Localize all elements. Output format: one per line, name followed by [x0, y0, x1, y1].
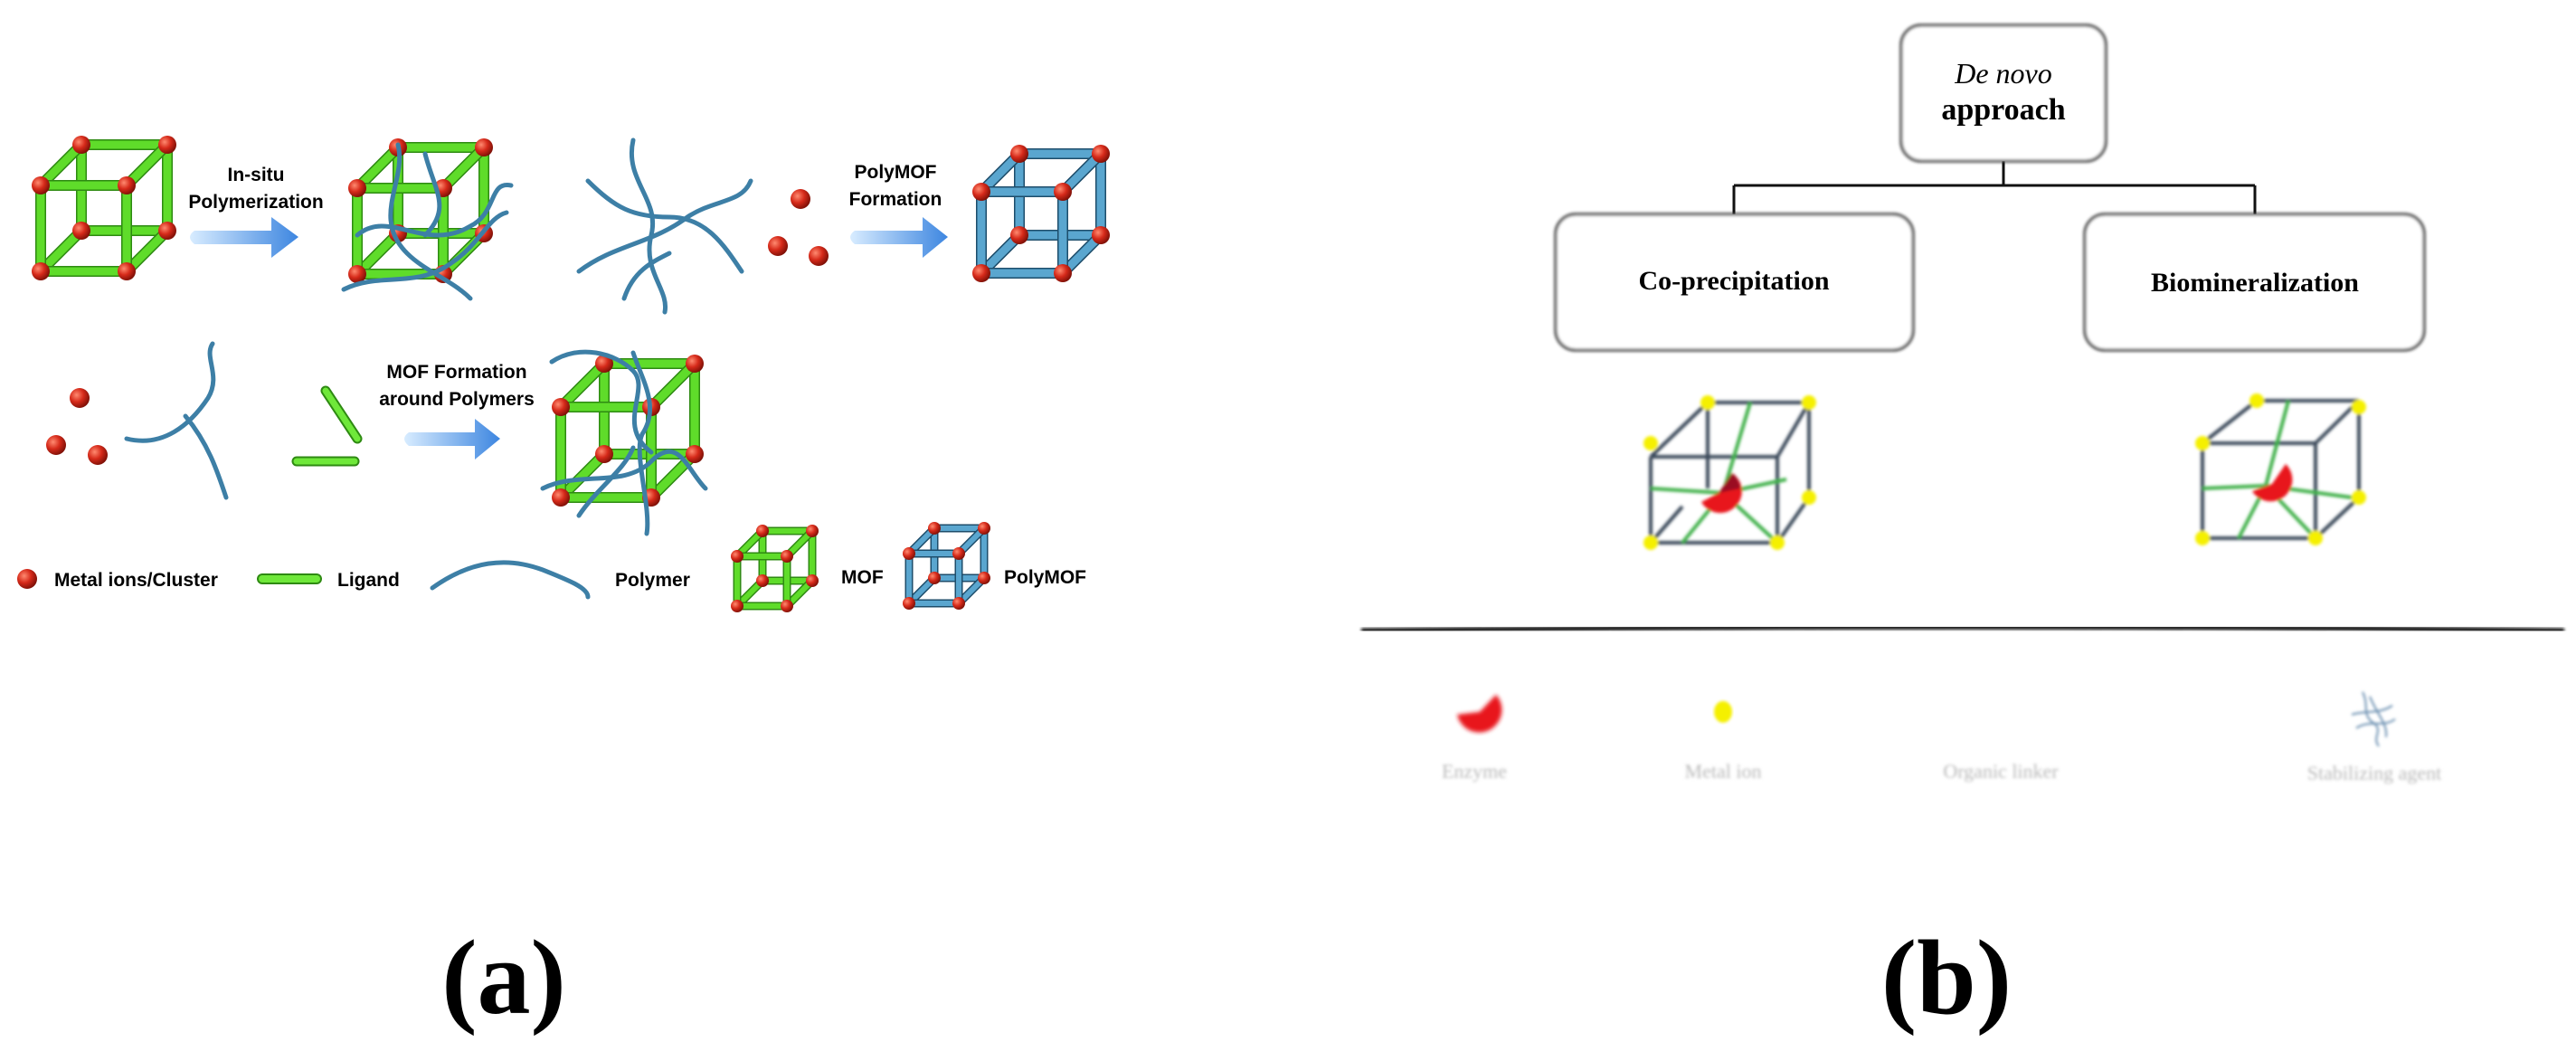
- biomineralization-framework: [2195, 393, 2366, 545]
- legend-agent-label: Stabilizing agent: [2307, 762, 2441, 784]
- co-precipitation-box: [1554, 213, 1915, 352]
- panel-b-label: (b): [1881, 918, 2012, 1037]
- legend-metal-icon: [17, 569, 37, 589]
- mof-cube-polymerized: [348, 138, 493, 283]
- legend-polymof-icon: [903, 522, 990, 610]
- mof-around-label-1: MOF Formation: [386, 362, 526, 383]
- metal-ions-group-1: [768, 189, 829, 266]
- legend-enzyme-icon: [1457, 695, 1502, 733]
- in-situ-arrow: [190, 217, 298, 258]
- panel-a: In-situ Polymerization PolyMOF Form: [17, 136, 1110, 1037]
- root-box: [1899, 24, 2107, 163]
- in-situ-label-2: Polymerization: [188, 192, 323, 213]
- root-label-2: approach: [1941, 93, 2065, 127]
- polymer-strand-row2: [124, 341, 229, 500]
- co-precipitation-framework: [1643, 395, 1816, 550]
- legend-metal-ion-label: Metal ion: [1685, 760, 1762, 782]
- legend-polymer-label: Polymer: [615, 570, 690, 591]
- biomineralization-box: [2083, 213, 2426, 352]
- biomineralization-label: Biomineralization: [2151, 268, 2359, 298]
- legend-divider: [1360, 625, 2565, 633]
- legend-mof-label: MOF: [841, 567, 884, 588]
- legend-polymer-icon: [430, 560, 591, 600]
- legend-metal-label: Metal ions/Cluster: [54, 570, 218, 591]
- free-polymer-strands: [576, 137, 753, 315]
- mof-around-polymer-arrow: [404, 419, 500, 459]
- polymof-label-1: PolyMOF: [854, 162, 936, 183]
- panel-b: De novo approach Co-precipitation Biomin…: [1360, 24, 2565, 1037]
- mof-around-label-2: around Polymers: [379, 389, 535, 410]
- panel-a-label: (a): [441, 918, 566, 1037]
- legend-polymof-label: PolyMOF: [1004, 567, 1086, 588]
- bio-enzyme: [2252, 464, 2293, 502]
- mof-cube-around-polymers: [552, 355, 704, 507]
- in-situ-label-1: In-situ: [228, 165, 285, 185]
- polymof-cube: [972, 145, 1110, 282]
- mof-cube-initial: [32, 136, 176, 280]
- polymer-strands-around-mof: [540, 349, 708, 536]
- co-precipitation-label: Co-precipitation: [1638, 266, 1829, 296]
- polymof-arrow: [850, 217, 948, 258]
- legend-metal-ion-icon: [1714, 701, 1732, 723]
- legend-b: Enzyme Metal ion Organic linker Stabiliz…: [1442, 671, 2441, 784]
- ligands-row2: [291, 385, 363, 467]
- legend-agent-icon: [2351, 691, 2396, 747]
- polymof-label-2: Formation: [849, 189, 942, 210]
- legend-ligand-label: Ligand: [337, 570, 400, 591]
- legend-enzyme-label: Enzyme: [1442, 760, 1507, 782]
- root-label-1: De novo: [1954, 57, 2052, 90]
- polymer-strands-in-mof: [341, 142, 514, 301]
- metal-ions-group-2: [46, 388, 108, 465]
- legend-linker-label: Organic linker: [1943, 760, 2059, 782]
- tree-connectors: [1732, 161, 2257, 214]
- legend-a: Metal ions/Cluster Ligand Polymer MOF Po…: [17, 522, 1086, 612]
- legend-mof-icon: [731, 525, 819, 612]
